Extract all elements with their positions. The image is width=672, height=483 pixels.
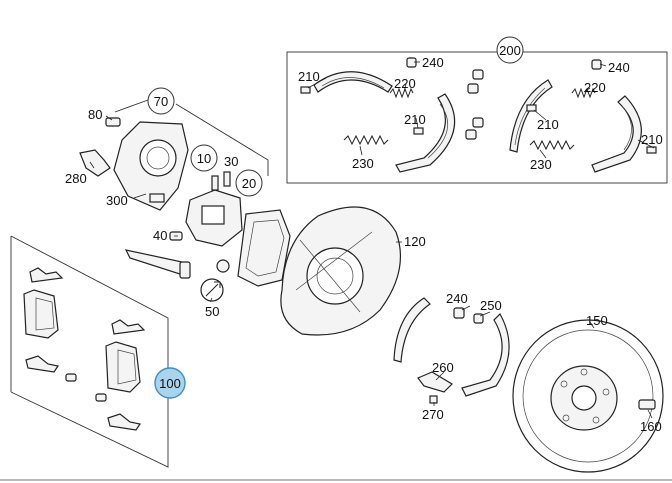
brake-disc-150[interactable] [512, 319, 664, 473]
caliper-group-frame [114, 99, 269, 176]
wrench-symbol [200, 278, 224, 302]
label-220-a[interactable]: 220 [394, 76, 416, 91]
part-labels: 200 210 240 220 210 230 240 220 210 230 … [65, 36, 663, 434]
label-40[interactable]: 40 [153, 228, 167, 243]
parking-brake-shoe-lower-pair[interactable] [393, 297, 510, 404]
label-70[interactable]: 70 [154, 94, 168, 109]
callout-bubble-10 [190, 144, 218, 172]
callout-bubble-200 [496, 36, 524, 64]
grease-tube-50[interactable] [124, 249, 191, 279]
callout-bubble-100-highlighted [154, 367, 186, 399]
label-240-a[interactable]: 240 [422, 55, 444, 70]
callout-bubble-70 [147, 87, 175, 115]
label-10[interactable]: 10 [197, 151, 211, 166]
label-250[interactable]: 250 [480, 298, 502, 313]
label-270[interactable]: 270 [422, 407, 444, 422]
label-50[interactable]: 50 [205, 304, 219, 319]
label-30[interactable]: 30 [224, 154, 238, 169]
label-20[interactable]: 20 [242, 176, 256, 191]
label-280[interactable]: 280 [65, 171, 87, 186]
dust-shield-120[interactable] [280, 206, 402, 336]
label-260[interactable]: 260 [432, 360, 454, 375]
bracket-280[interactable] [79, 149, 111, 177]
label-230-b[interactable]: 230 [530, 157, 552, 172]
callout-bubble-20 [235, 169, 263, 197]
label-100[interactable]: 100 [159, 376, 181, 391]
label-240-c[interactable]: 240 [446, 291, 468, 306]
label-210-b[interactable]: 210 [404, 112, 426, 127]
label-200[interactable]: 200 [499, 43, 521, 58]
wheel-carrier[interactable] [113, 121, 189, 211]
parking-brake-shoe-right-pair[interactable] [509, 79, 642, 173]
label-240-b[interactable]: 240 [608, 60, 630, 75]
springs-and-pins-200[interactable] [300, 57, 657, 154]
brake-caliper[interactable] [185, 171, 291, 287]
brake-pads-upper[interactable] [23, 267, 64, 373]
bolt-80[interactable] [105, 117, 121, 127]
parking-brake-shoe-left-pair[interactable] [313, 71, 456, 173]
label-210-d[interactable]: 210 [641, 132, 663, 147]
label-220-b[interactable]: 220 [584, 80, 606, 95]
parking-brake-group-frame [286, 51, 668, 184]
label-210-c[interactable]: 210 [537, 117, 559, 132]
brake-pads-lower[interactable] [65, 319, 146, 431]
bushing[interactable] [216, 259, 230, 273]
label-160[interactable]: 160 [640, 419, 662, 434]
leader-lines [89, 61, 655, 419]
bolt-160[interactable] [638, 399, 656, 410]
label-230-a[interactable]: 230 [352, 156, 374, 171]
label-80[interactable]: 80 [88, 107, 102, 122]
label-150[interactable]: 150 [586, 313, 608, 328]
label-300[interactable]: 300 [106, 193, 128, 208]
label-120[interactable]: 120 [404, 234, 426, 249]
label-210-a[interactable]: 210 [298, 69, 320, 84]
